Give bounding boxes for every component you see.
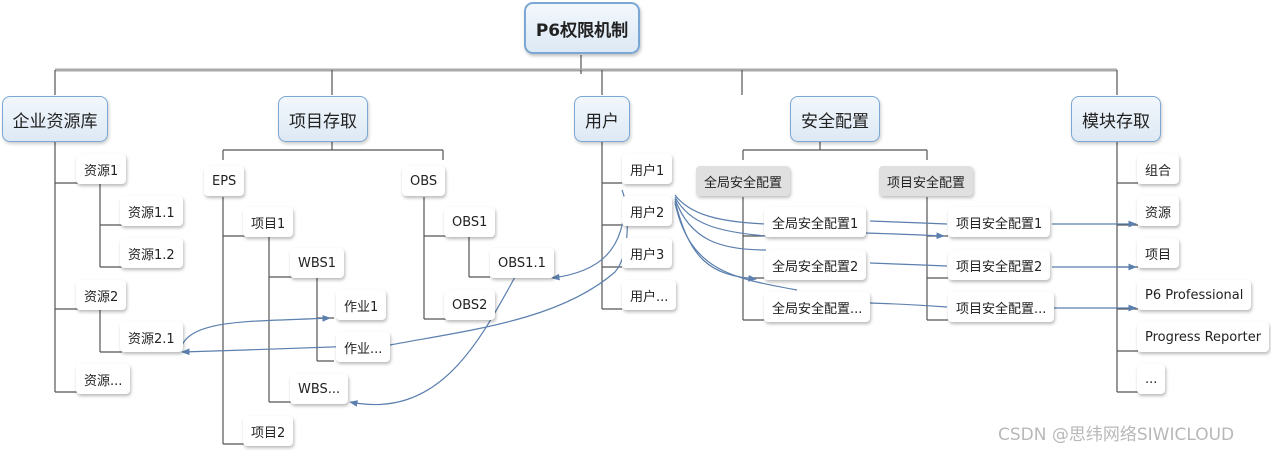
project-2[interactable]: 项目2: [243, 416, 294, 446]
category-drops: [54, 70, 1118, 95]
obs-1-1[interactable]: OBS1.1: [490, 248, 554, 278]
project-security-more[interactable]: 项目安全配置...: [948, 292, 1055, 322]
user-1[interactable]: 用户1: [622, 154, 673, 184]
resource-2-1[interactable]: 资源2.1: [120, 322, 183, 352]
obs-2[interactable]: OBS2: [444, 290, 496, 320]
user-3[interactable]: 用户3: [622, 238, 673, 268]
link-user-gmore: [674, 202, 798, 291]
global-security-1[interactable]: 全局安全配置1: [764, 207, 867, 237]
user-2[interactable]: 用户2: [622, 196, 673, 226]
resource-more[interactable]: 资源...: [76, 364, 131, 394]
wbs-more[interactable]: WBS...: [290, 374, 349, 404]
link-g1-p1: [869, 220, 948, 225]
tree-connectors: [54, 55, 1138, 445]
link-user-g1a: [674, 194, 767, 225]
module-project[interactable]: 项目: [1137, 238, 1180, 268]
global-security-more[interactable]: 全局安全配置...: [764, 292, 871, 322]
global-security-profile[interactable]: 全局安全配置: [696, 166, 791, 196]
module-resource[interactable]: 资源: [1137, 196, 1180, 226]
category-projects[interactable]: 项目存取: [278, 96, 368, 142]
resource-1[interactable]: 资源1: [76, 154, 127, 184]
wbs-1[interactable]: WBS1: [290, 248, 345, 278]
link-g1-p1-arrow: [864, 232, 945, 240]
project-1[interactable]: 项目1: [243, 207, 294, 237]
link-user-g2: [674, 198, 767, 251]
module-more[interactable]: ...: [1137, 364, 1166, 394]
link-obs-to-wbs: [349, 276, 516, 407]
link-resource-to-task1: [179, 315, 331, 353]
project-security-1[interactable]: 项目安全配置1: [948, 207, 1051, 237]
category-modules[interactable]: 模块存取: [1071, 96, 1161, 142]
root-node[interactable]: P6权限机制: [524, 2, 640, 54]
category-resources[interactable]: 企业资源库: [2, 96, 108, 142]
link-user-to-obs: [551, 197, 626, 281]
obs-node[interactable]: OBS: [402, 166, 446, 196]
project-security-profile[interactable]: 项目安全配置: [879, 166, 974, 196]
user-more[interactable]: 用户...: [622, 280, 677, 310]
module-p6-professional[interactable]: P6 Professional: [1137, 280, 1252, 310]
module-progress-reporter[interactable]: Progress Reporter: [1137, 322, 1270, 352]
global-security-2[interactable]: 全局安全配置2: [764, 250, 867, 280]
category-security[interactable]: 安全配置: [790, 96, 880, 142]
eps-node[interactable]: EPS: [204, 166, 245, 196]
link-user-g2b: [674, 200, 757, 282]
task-more[interactable]: 作业...: [336, 332, 391, 362]
watermark: CSDN @思纬网络SIWICLOUD: [998, 425, 1235, 445]
resource-2[interactable]: 资源2: [76, 280, 127, 310]
obs-1[interactable]: OBS1: [444, 207, 496, 237]
project-security-2[interactable]: 项目安全配置2: [948, 250, 1051, 280]
category-users[interactable]: 用户: [574, 96, 630, 142]
module-portfolio[interactable]: 组合: [1137, 154, 1180, 184]
resource-1-1[interactable]: 资源1.1: [120, 196, 183, 226]
task-1[interactable]: 作业1: [336, 290, 387, 320]
resource-1-2[interactable]: 资源1.2: [120, 238, 183, 268]
link-user-g1b: [674, 196, 767, 237]
